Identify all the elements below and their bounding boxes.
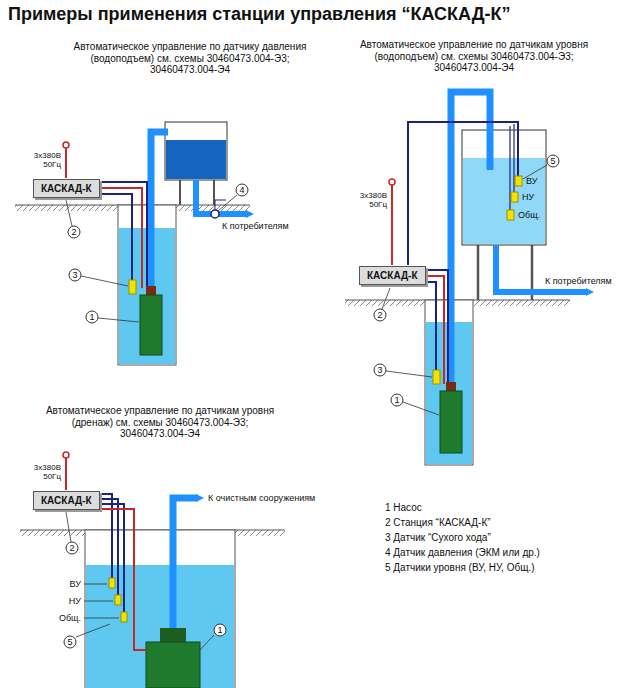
callout-number: 1	[394, 395, 399, 405]
station-name: КАСКАД-К	[41, 495, 92, 506]
power-label: 3х380В 50Гц	[23, 151, 61, 169]
legend-line: 1 Насос	[385, 502, 422, 514]
sensor-label: Общ.	[59, 613, 81, 623]
control-station-box: КАСКАД-К	[359, 266, 426, 285]
subtitle: Автоматическое управление по датчику дав…	[73, 41, 308, 76]
callout-number: 2	[71, 227, 76, 237]
callout-number: 5	[67, 637, 72, 647]
legend-line: 4 Датчик давления (ЭКМ или др.)	[385, 547, 540, 559]
legend-line: 2 Станция “КАСКАД-К”	[385, 517, 491, 529]
subtitle: Автоматическое управление по датчикам ур…	[40, 405, 280, 440]
power-label: 3х380В 50Гц	[23, 463, 61, 481]
callout-number: 4	[239, 185, 244, 195]
scheme-pressure	[15, 122, 254, 365]
legend-line: 3 Датчик “Сухого хода”	[385, 532, 491, 544]
sensor-label: НУ	[522, 192, 534, 202]
callout-number: 3	[72, 270, 77, 280]
title: Примеры применения станции управления “К…	[8, 4, 511, 25]
control-station-box: КАСКАД-К	[33, 179, 100, 198]
outlet-label: К потребителям	[222, 221, 289, 231]
callout-number: 2	[69, 543, 74, 553]
power-label: 3х380В 50Гц	[349, 191, 387, 209]
subtitle: Автоматическое управление по датчикам ур…	[357, 39, 592, 74]
sensor-label: ВУ	[70, 579, 81, 589]
callout-number: 5	[550, 156, 555, 166]
control-station-box: КАСКАД-К	[33, 491, 100, 510]
station-name: КАСКАД-К	[41, 183, 92, 194]
outlet-label: К потребителям	[545, 276, 612, 286]
sensor-label: Общ.	[518, 210, 540, 220]
sensor-label: ВУ	[526, 176, 537, 186]
callout-number: 3	[377, 365, 382, 375]
callout-number: 1	[89, 312, 94, 322]
legend-line: 5 Датчики уровня (ВУ, НУ, Общ.)	[385, 562, 535, 574]
station-name: КАСКАД-К	[367, 270, 418, 281]
callout-number: 1	[217, 625, 222, 635]
sensor-label: НУ	[69, 596, 81, 606]
scheme-drainage	[20, 452, 285, 688]
callout-number: 2	[377, 310, 382, 320]
outlet-label: К очистным сооружениям	[208, 493, 315, 503]
